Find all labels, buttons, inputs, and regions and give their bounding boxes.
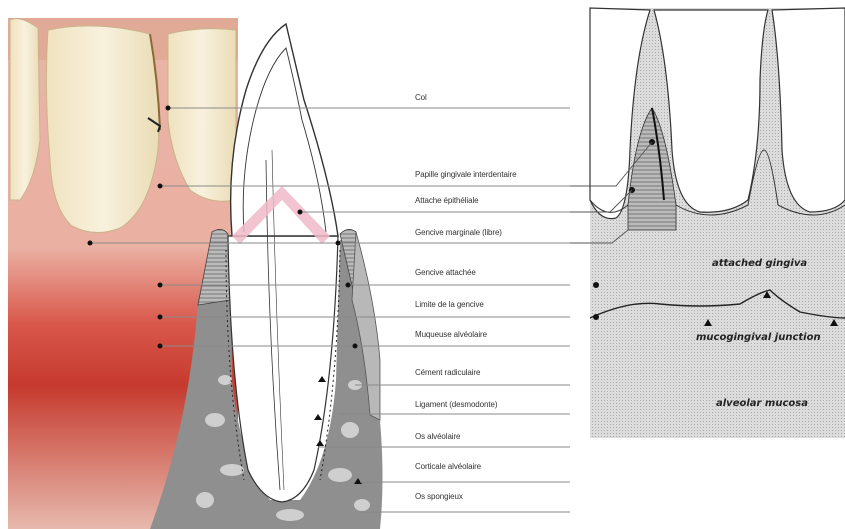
gingiva-schematic (570, 8, 845, 438)
label-ligament: Ligament (desmodonte) (415, 400, 497, 409)
label-col: Col (415, 93, 427, 102)
label-attached-gingiva-en: attached gingiva (712, 258, 807, 269)
label-alveolar-mucosa-en: alveolar mucosa (716, 398, 808, 409)
label-mucogingival-junction: mucogingival junction (696, 332, 821, 343)
label-alveolar-bone: Os alvéolaire (415, 432, 460, 441)
label-cementum: Cément radiculaire (415, 368, 480, 377)
label-gingival-limit: Limite de la gencive (415, 300, 484, 309)
label-epithelial-attachment: Attache épithéliale (415, 196, 478, 205)
label-attached-gingiva: Gencive attachée (415, 268, 476, 277)
label-spongy-bone: Os spongieux (415, 492, 463, 501)
label-papilla: Papille gingivale interdentaire (415, 170, 516, 179)
label-cortical-bone: Corticale alvéolaire (415, 462, 481, 471)
label-marginal-gingiva: Gencive marginale (libre) (415, 228, 502, 237)
label-alveolar-mucosa: Muqueuse alvéolaire (415, 330, 487, 339)
